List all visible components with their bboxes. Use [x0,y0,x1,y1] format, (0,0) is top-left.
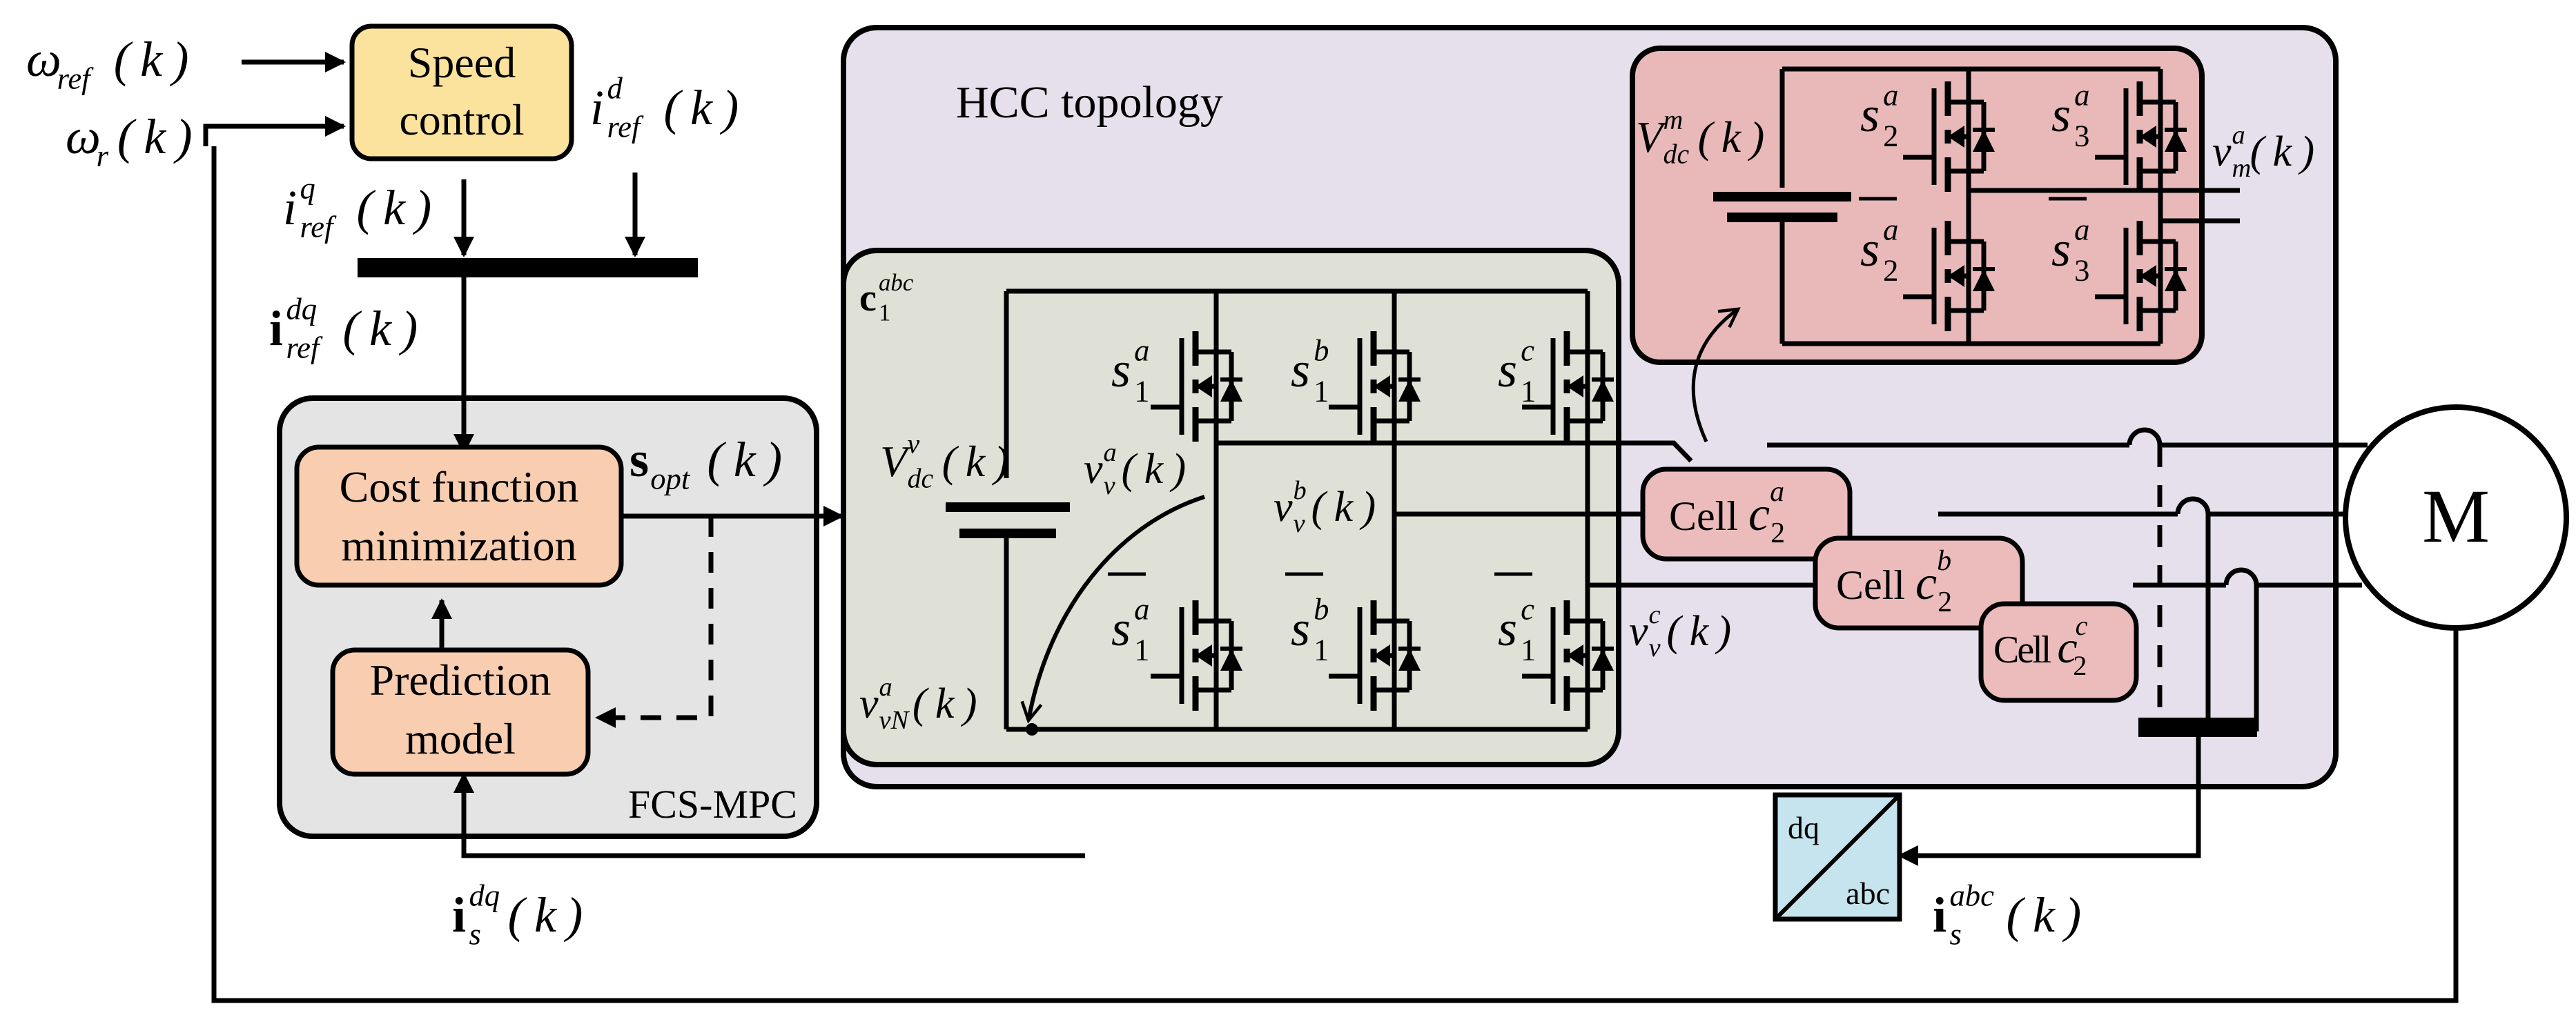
dq-ref-bus [358,258,698,277]
neutral-node [1026,723,1038,736]
omega-r-label: ωr( k ) [66,109,193,173]
cell-c2b-block [1813,535,2025,631]
cell-c2a-prefix: Cell [1669,493,1748,539]
cell-detail-panel [1630,46,2205,365]
cell-zoom-arrow [1691,307,1741,443]
speed-control-label-1: Speed [408,38,516,87]
cell-c2c-block [1978,601,2139,703]
cell-c2b-label: Cell cb 2 [1836,545,1952,618]
cell-c2a-block [1640,466,1853,562]
dc-link-battery [946,502,1070,538]
current-sense-bus [2138,718,2257,737]
transform-dq-label: dq [1788,810,1819,845]
speed-control-block [349,23,574,161]
complement-bars [1108,197,2087,576]
vva-voltage-arrow [1020,495,1205,724]
cost-function-label-2: minimization [341,521,576,570]
omega-ref-label: ωref( k ) [26,32,188,96]
prediction-model-block [330,647,591,777]
dq-abc-transform-block [1773,792,1902,922]
s-opt-label: sopt( k ) [630,432,782,496]
control-wires [203,52,2459,1003]
prediction-model-label-2: model [405,714,516,763]
cost-function-label-1: Cost function [340,462,579,511]
motor-label: M [2422,474,2490,558]
transform-abc-label: abc [1846,876,1890,911]
cell-c2a-label: Cell ca 2 [1669,476,1785,549]
cost-function-block [294,444,624,588]
prediction-model-label-1: Prediction [369,656,551,705]
cell-c2a-sub: 2 [1770,518,1785,549]
cell-dc-battery [1713,192,1851,222]
cell-c2a-sup: a [1770,476,1784,508]
cell-c2a-sym: c [1748,488,1770,541]
cell-c2b-sym: c [1915,557,1937,610]
cell-c2b-sup: b [1937,545,1951,577]
cell-c2b-sub: 2 [1938,587,1952,618]
cell-c2c-prefix: Cell [1993,629,2057,671]
speed-control-label-2: control [399,95,524,144]
motor-symbol [2343,404,2569,631]
cell-c2b-prefix: Cell [1836,562,1915,608]
motor-wires [1767,427,2368,731]
fcs-mpc-label: FCS-MPC [628,782,797,827]
cell-c2c-sub: 2 [2073,650,2085,681]
hcc-topology-label: HCC topology [956,77,1223,128]
